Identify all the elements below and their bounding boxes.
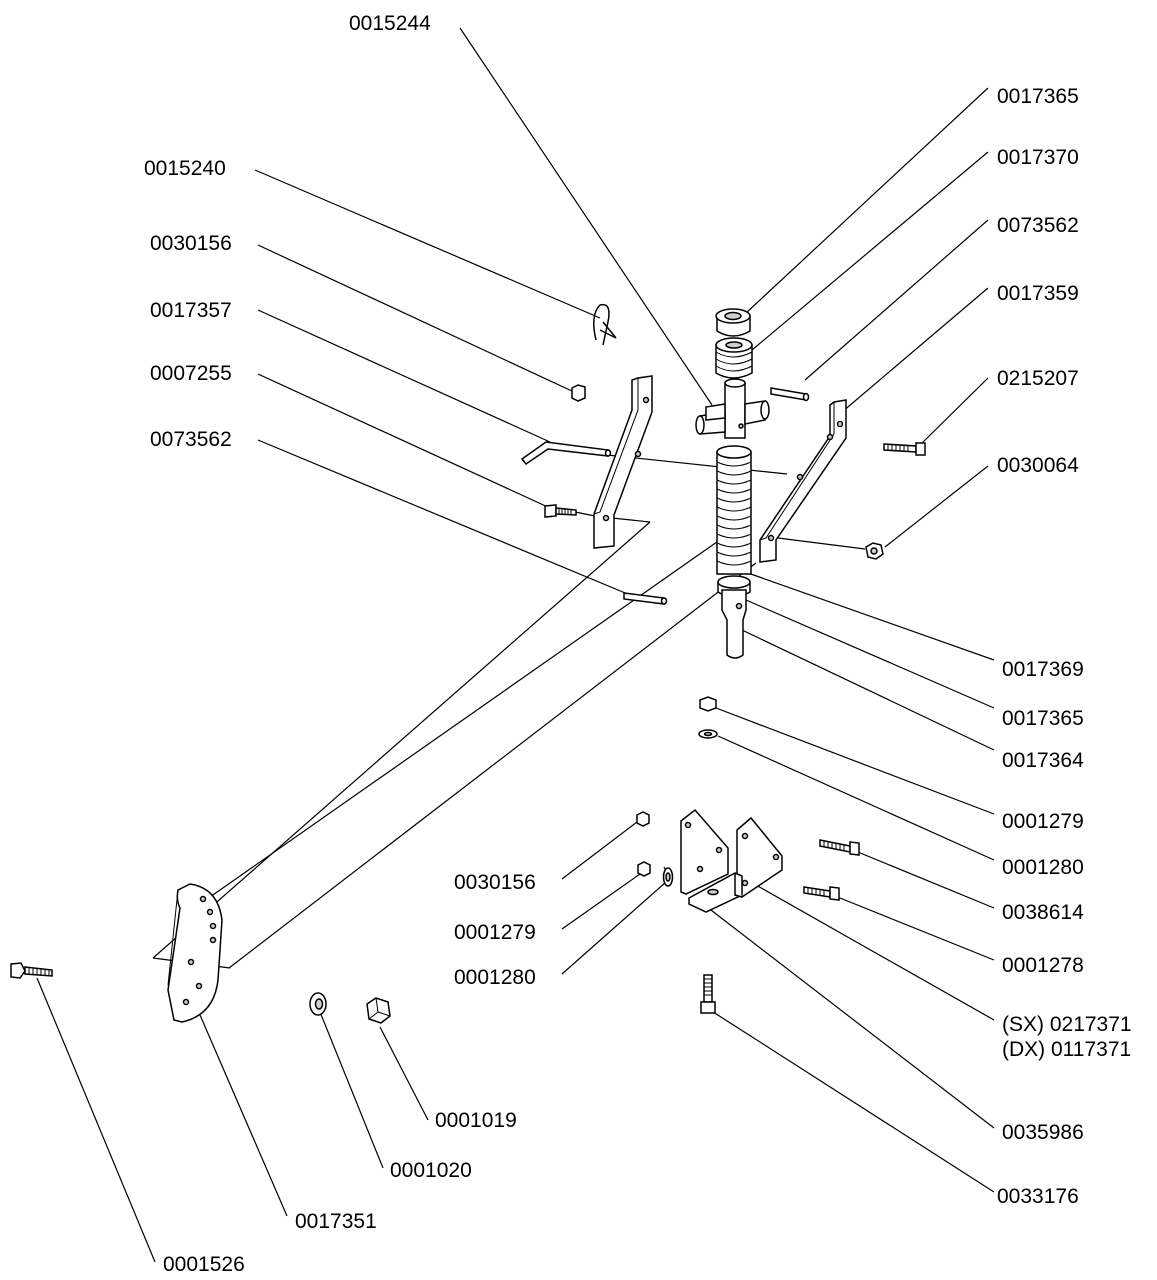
label-0073562-left: 0073562 xyxy=(150,428,232,451)
pin-0073562-right xyxy=(770,387,810,402)
bolt-0001526 xyxy=(10,962,53,979)
label-0001280-left: 0001280 xyxy=(454,966,536,989)
nut-0001279-left xyxy=(637,861,651,877)
bolt-0007255 xyxy=(544,504,577,518)
spring-0017369 xyxy=(716,445,752,575)
label-dx-0117371: (DX) 0117371 xyxy=(1002,1038,1131,1061)
bent-pin-0017357 xyxy=(520,441,612,466)
bracket-arm-right-0017359 xyxy=(759,399,847,563)
bolt-0038614 xyxy=(819,839,860,856)
bolt-0033176 xyxy=(700,974,716,1014)
label-0015240: 0015240 xyxy=(144,157,226,180)
label-0035986: 0035986 xyxy=(1002,1121,1084,1144)
nut-0030064 xyxy=(865,542,884,560)
label-0001020: 0001020 xyxy=(390,1159,472,1182)
pin-0073562-left xyxy=(623,592,668,605)
label-0017369: 0017369 xyxy=(1002,658,1084,681)
clip-0015240 xyxy=(593,303,617,346)
label-0017359: 0017359 xyxy=(997,282,1079,305)
bracket-plate-sx xyxy=(680,808,729,895)
washer-0001020 xyxy=(309,992,327,1016)
label-0215207: 0215207 xyxy=(997,367,1079,390)
nut-0030156-top xyxy=(571,384,586,402)
label-0030064: 0030064 xyxy=(997,454,1079,477)
label-0017370: 0017370 xyxy=(997,146,1079,169)
label-0001279-left: 0001279 xyxy=(454,921,536,944)
label-0073562-right: 0073562 xyxy=(997,214,1079,237)
label-0015244: 0015244 xyxy=(349,12,431,35)
label-0001279-right: 0001279 xyxy=(1002,810,1084,833)
label-0007255: 0007255 xyxy=(150,362,232,385)
washer-0001280-left xyxy=(662,867,674,887)
bracket-plate-dx xyxy=(736,816,783,898)
label-sx-0217371: (SX) 0217371 xyxy=(1002,1013,1132,1036)
label-0017351: 0017351 xyxy=(295,1210,377,1233)
label-0017364: 0017364 xyxy=(1002,749,1084,772)
plate-0017351 xyxy=(167,883,223,1023)
bolt-0215207 xyxy=(883,442,926,456)
label-0017365-bottom: 0017365 xyxy=(1002,707,1084,730)
nut-0001279-center xyxy=(699,696,717,712)
shaft-0017364 xyxy=(721,589,747,659)
label-0001019: 0001019 xyxy=(435,1109,517,1132)
base-plate-0035986 xyxy=(688,872,743,913)
label-0001526: 0001526 xyxy=(163,1253,245,1275)
label-0017365-top: 0017365 xyxy=(997,85,1079,108)
label-0017357: 0017357 xyxy=(150,299,232,322)
nut-0001019 xyxy=(366,997,391,1024)
leader-lines xyxy=(36,27,995,1263)
bracket-arm-left xyxy=(593,375,653,549)
washer-0001280-center xyxy=(698,729,718,739)
cross-fitting-0015244 xyxy=(695,378,770,439)
label-0038614: 0038614 xyxy=(1002,901,1084,924)
label-0001280-right: 0001280 xyxy=(1002,856,1084,879)
label-0033176: 0033176 xyxy=(997,1185,1079,1208)
label-0001278: 0001278 xyxy=(1002,954,1084,977)
label-0030156-bottom: 0030156 xyxy=(454,871,536,894)
bushing-0017365-top xyxy=(715,308,751,337)
nut-0030156-bottom xyxy=(636,811,650,827)
bolt-0001278 xyxy=(803,886,840,901)
label-0030156-top: 0030156 xyxy=(150,232,232,255)
spacer-0017370 xyxy=(715,337,753,379)
